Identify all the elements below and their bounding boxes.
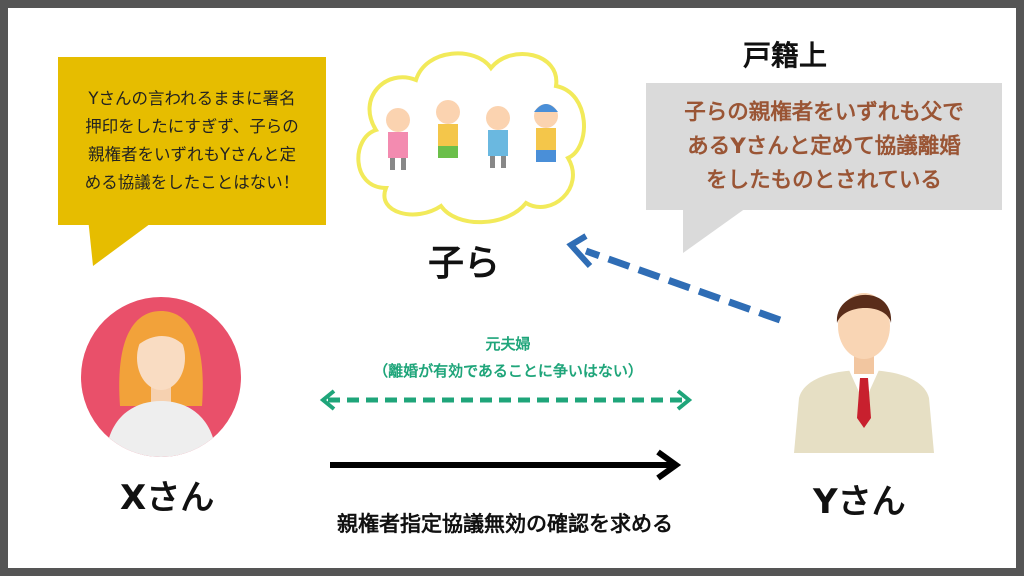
x-avatar — [81, 297, 241, 457]
children-label: 子ら — [428, 243, 501, 284]
koseki-speech-bubble: 子らの親権者をいずれも父で あるYさんと定めて協議離婚 をしたものとされている — [646, 83, 1002, 210]
relation-label: 元夫婦 — [485, 335, 531, 353]
diagram-canvas: Yさんの言われるままに署名 押印をしたにすぎず、子らの 親権者をいずれもYさんと… — [8, 8, 1016, 568]
koseki-line: をしたものとされている — [706, 167, 942, 193]
koseki-line: 子らの親権者をいずれも父で — [684, 99, 964, 125]
green-double-arrow — [319, 389, 693, 411]
x-speech-line: 親権者をいずれもYさんと定 — [87, 145, 297, 164]
x-speech-bubble: Yさんの言われるままに署名 押印をしたにすぎず、子らの 親権者をいずれもYさんと… — [58, 57, 326, 225]
x-speech-line: Yさんの言われるままに署名 — [88, 89, 296, 108]
x-speech-line: 押印をしたにすぎず、子らの — [85, 117, 299, 136]
blue-dashed-arrow — [566, 233, 782, 324]
claim-label: 親権者指定協議無効の確認を求める — [337, 512, 673, 536]
y-avatar — [794, 293, 934, 453]
y-label: Yさん — [813, 482, 906, 522]
arrows-layer — [319, 233, 782, 481]
claim-arrow — [330, 449, 682, 481]
x-label: Xさん — [120, 478, 215, 518]
x-speech-tail — [88, 218, 158, 266]
koseki-speech-tail — [683, 203, 753, 253]
x-speech-line: める協議をしたことはない！ — [84, 173, 300, 192]
relation-note: （離婚が有効であることに争いはない） — [373, 362, 643, 380]
children-cloud — [356, 51, 586, 225]
koseki-label: 戸籍上 — [743, 39, 828, 72]
children-illustration — [386, 100, 558, 170]
koseki-line: あるYさんと定めて協議離婚 — [687, 133, 961, 159]
